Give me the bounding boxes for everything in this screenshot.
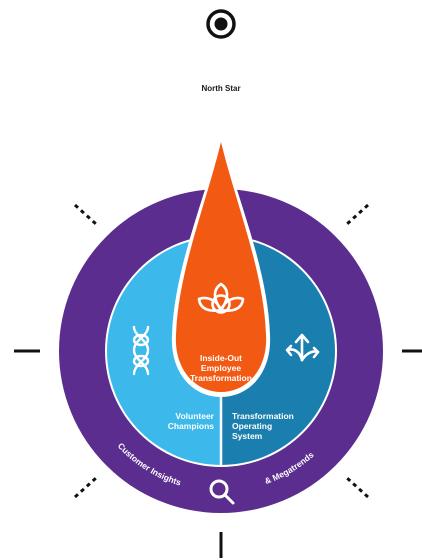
core-line-1: Inside-Out (200, 353, 242, 363)
trinity-knot-icon (197, 282, 245, 314)
core-label: Inside-Out Employee Transformation (190, 353, 252, 383)
tick-bottom-left (73, 476, 98, 499)
core-line-3: Transformation (190, 373, 252, 383)
right-line-1: Transformation (232, 411, 294, 421)
right-segment-label: Transformation Operating System (232, 411, 294, 441)
left-line-2: Champions (168, 421, 215, 431)
left-segment-label: Volunteer Champions (168, 411, 215, 431)
split-arrows-icon (285, 333, 320, 362)
core-flame (175, 142, 267, 392)
north-star-label: North Star (201, 84, 240, 93)
core-line-2: Employee (201, 363, 241, 373)
target-icon (206, 9, 236, 39)
tick-top-right (345, 203, 370, 226)
tick-top-left (73, 203, 98, 226)
right-line-2: Operating (232, 421, 272, 431)
compass-ticks (14, 203, 422, 558)
rope-knot-icon (132, 325, 150, 376)
right-line-3: System (232, 431, 263, 441)
search-icon (209, 479, 235, 505)
tick-bottom-right (345, 476, 370, 499)
left-line-1: Volunteer (175, 411, 214, 421)
